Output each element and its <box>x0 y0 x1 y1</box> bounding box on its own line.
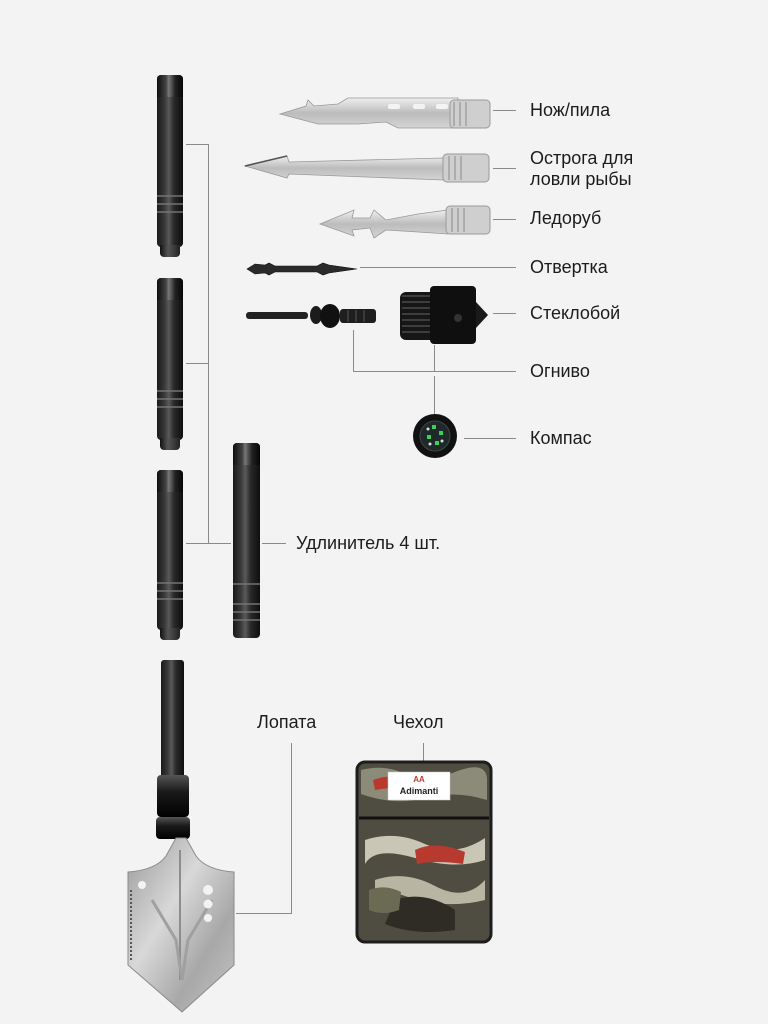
compass-connector <box>434 376 435 414</box>
label-knife-saw: Нож/пила <box>530 100 611 120</box>
ice-pick-connector <box>493 219 516 220</box>
label-screwdriver: Отвертка <box>530 257 608 277</box>
fire-starter-connector <box>353 330 354 372</box>
shovel-collar <box>157 775 189 817</box>
glass-breaker-connector <box>493 313 516 314</box>
extension-connector <box>208 144 209 544</box>
extension-connector <box>186 144 209 145</box>
label-compass: Компас <box>530 428 592 448</box>
screwdriver-connector <box>360 267 516 268</box>
pouch-icon <box>355 760 493 944</box>
shovel-hinge <box>156 817 190 839</box>
ice-pick-icon <box>318 205 491 239</box>
shovel-connector <box>291 743 292 914</box>
screwdriver-icon <box>246 262 358 276</box>
extension-tube-3 <box>157 470 183 640</box>
extension-tube-1 <box>157 75 183 257</box>
pouch-connector <box>423 743 424 763</box>
extension-tube-2 <box>157 278 183 450</box>
extension-connector <box>262 543 286 544</box>
shovel-blade-icon <box>127 837 235 1013</box>
label-extension: Удлинитель 4 шт. <box>296 533 441 553</box>
knife-saw-icon <box>278 97 491 129</box>
extension-tube-4 <box>233 443 260 638</box>
fish-spear-icon <box>243 153 490 183</box>
compass-connector <box>464 438 516 439</box>
fish-spear-connector <box>493 168 516 169</box>
label-ice-pick: Ледоруб <box>530 208 602 228</box>
compass-icon <box>413 414 457 458</box>
extension-connector <box>186 543 231 544</box>
extension-connector <box>186 363 208 364</box>
fire-starter-connector <box>353 371 516 372</box>
shovel-handle <box>161 660 184 780</box>
label-pouch: Чехол <box>393 712 444 732</box>
label-shovel: Лопата <box>257 712 317 732</box>
pouch-brand-label: Adimanti <box>399 786 439 796</box>
shovel-connector <box>236 913 292 914</box>
label-fish-spear: Острога для ловли рыбы <box>530 148 634 189</box>
label-fire-starter: Огниво <box>530 361 590 381</box>
fire-starter-icon <box>246 304 376 328</box>
pouch-brand-logo: AA <box>413 775 425 784</box>
glass-breaker-icon <box>400 286 488 344</box>
fire-starter-connector <box>434 345 435 371</box>
label-glass-breaker: Стеклобой <box>530 303 621 323</box>
knife-saw-connector <box>493 110 516 111</box>
